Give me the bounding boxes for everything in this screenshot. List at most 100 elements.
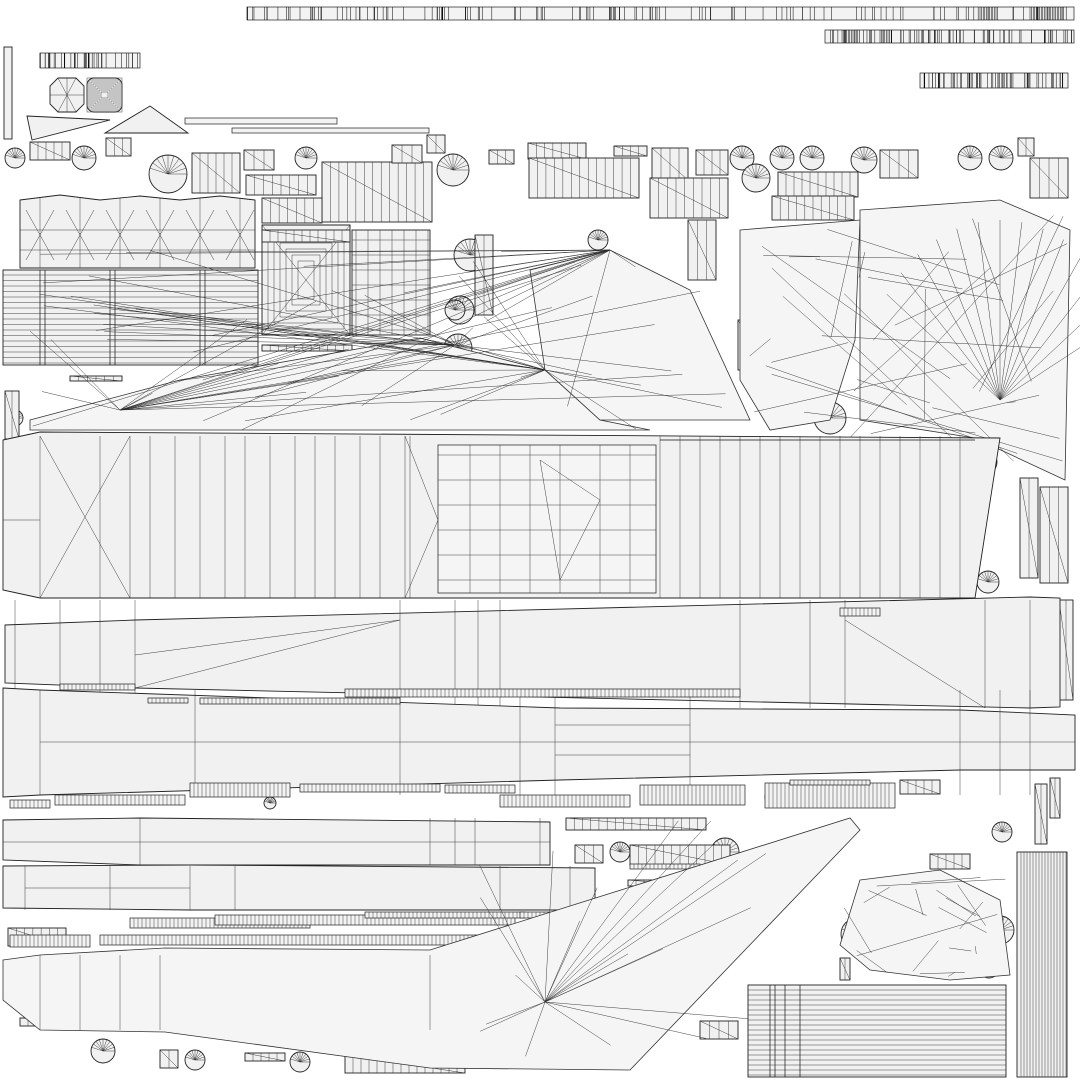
uv-edge xyxy=(938,907,987,933)
uv-edge-fan xyxy=(480,1001,546,1032)
uv-edge-fan xyxy=(544,859,738,1003)
uv-edge-radial xyxy=(267,797,271,804)
uv-edge-radial xyxy=(265,799,271,804)
uv-edge-radial xyxy=(296,151,307,159)
uv-edge-fan xyxy=(135,309,456,346)
uv-edge-radial xyxy=(751,164,757,179)
uv-edge-curve xyxy=(999,296,1080,401)
uv-edge-radial xyxy=(167,155,175,175)
uv-edge xyxy=(876,878,1006,887)
uv-edge-radial xyxy=(454,306,465,311)
uv-edge xyxy=(911,877,981,883)
uv-edge-radial xyxy=(149,167,169,175)
uv-edge-radial xyxy=(984,571,989,583)
uv-island-tail-wing xyxy=(2,817,861,1071)
uv-edge-fan xyxy=(364,295,456,346)
uv-edge xyxy=(404,519,439,599)
uv-edge xyxy=(915,888,924,916)
uv-edge-radial xyxy=(269,800,276,804)
uv-edge-fan xyxy=(515,974,546,1003)
uv-edge-fan xyxy=(212,249,611,336)
uv-edge-radial xyxy=(264,800,271,804)
uv-strip-small xyxy=(184,117,338,125)
uv-edge-fan xyxy=(119,356,443,411)
uv-edge-loop xyxy=(98,89,111,101)
uv-edge-fan xyxy=(104,331,456,346)
uv-edge-loop xyxy=(96,87,113,103)
uv-edge-fan xyxy=(454,344,672,372)
uv-edge-loop xyxy=(92,83,117,107)
uv-edge-radial xyxy=(863,155,877,161)
uv-edge-radial xyxy=(969,146,974,159)
uv-edge-radial xyxy=(1001,823,1009,833)
uv-edge-fan xyxy=(544,1001,707,1039)
uv-edge xyxy=(1017,137,1035,157)
uv-edge-curve xyxy=(999,324,1080,401)
uv-edge-fan xyxy=(119,392,307,411)
uv-edge-radial xyxy=(969,148,978,159)
uv-edge-fan xyxy=(478,249,611,295)
strip-4-lines xyxy=(39,53,138,68)
uv-edge-radial xyxy=(987,571,992,583)
uv-edge xyxy=(613,145,648,157)
uv-island-lower-band-2 xyxy=(2,864,596,911)
uv-edge-radial xyxy=(83,154,96,159)
uv-edge-radial xyxy=(299,148,307,159)
uv-edge-radial xyxy=(194,1053,204,1061)
uv-edge-radial xyxy=(969,150,980,159)
uv-edge-curve xyxy=(815,258,963,290)
right-lower-strips xyxy=(747,851,1068,1078)
uv-edge-curve xyxy=(999,222,1023,401)
uv-edge-radial xyxy=(469,239,476,256)
uv-edge-radial xyxy=(194,1056,205,1061)
uv-edge-radial xyxy=(811,154,824,159)
uv-edge-radial xyxy=(14,149,22,159)
uv-island-octagon-wire xyxy=(50,77,84,113)
strip-2-lines xyxy=(830,30,1072,43)
uv-edge xyxy=(488,149,515,165)
uv-edge-fan xyxy=(361,344,456,407)
uv-edge-radial xyxy=(447,154,454,171)
uv-edge-radial xyxy=(74,150,85,159)
uv-edge-fan xyxy=(107,339,456,346)
uv-island-strip xyxy=(444,784,516,794)
uv-edge-fan xyxy=(410,369,546,420)
uv-strip-top-1 xyxy=(246,6,1075,21)
uv-edge-fan xyxy=(39,293,546,371)
uv-edge-radial xyxy=(8,149,16,159)
uv-edge-radial xyxy=(452,160,467,171)
uv-edge-curve xyxy=(917,254,1001,401)
uv-edge-fan xyxy=(119,290,701,411)
uv-edge-fan xyxy=(520,369,546,378)
uv-edge-radial xyxy=(439,160,454,171)
uv-edge-curve xyxy=(761,246,951,379)
tail-parts-wire xyxy=(844,877,1006,977)
lower-bands xyxy=(2,817,861,1071)
uv-edge-curve xyxy=(782,296,907,405)
strip-1-lines xyxy=(247,7,1067,20)
fan-wire xyxy=(29,249,726,430)
uv-edge xyxy=(527,142,587,160)
uv-edge xyxy=(1049,777,1061,819)
uv-edge-radial xyxy=(72,154,85,159)
uv-edge-radial xyxy=(619,845,629,853)
uv-edge-radial xyxy=(597,233,607,241)
uv-edge xyxy=(844,619,986,709)
fuselage-band xyxy=(2,431,1001,599)
uv-edge xyxy=(426,134,446,154)
uv-edge-loop xyxy=(94,85,115,105)
uv-edge-fan xyxy=(479,864,546,1003)
uv-edge-radial xyxy=(1001,828,1012,833)
uv-edge xyxy=(975,946,977,955)
wing-bands xyxy=(2,596,1076,798)
uv-island-wing-1 xyxy=(4,596,1061,709)
uv-edge-radial xyxy=(305,151,316,159)
uv-edge-radial xyxy=(853,152,865,161)
uv-edge-radial xyxy=(457,339,470,349)
uv-edge-fan xyxy=(544,369,722,408)
uv-edge-fan xyxy=(544,907,751,1003)
uv-edge-fan xyxy=(486,1001,546,1025)
uv-edge xyxy=(868,890,927,916)
uv-edge xyxy=(929,853,971,870)
uv-edge-curve xyxy=(886,294,1001,401)
